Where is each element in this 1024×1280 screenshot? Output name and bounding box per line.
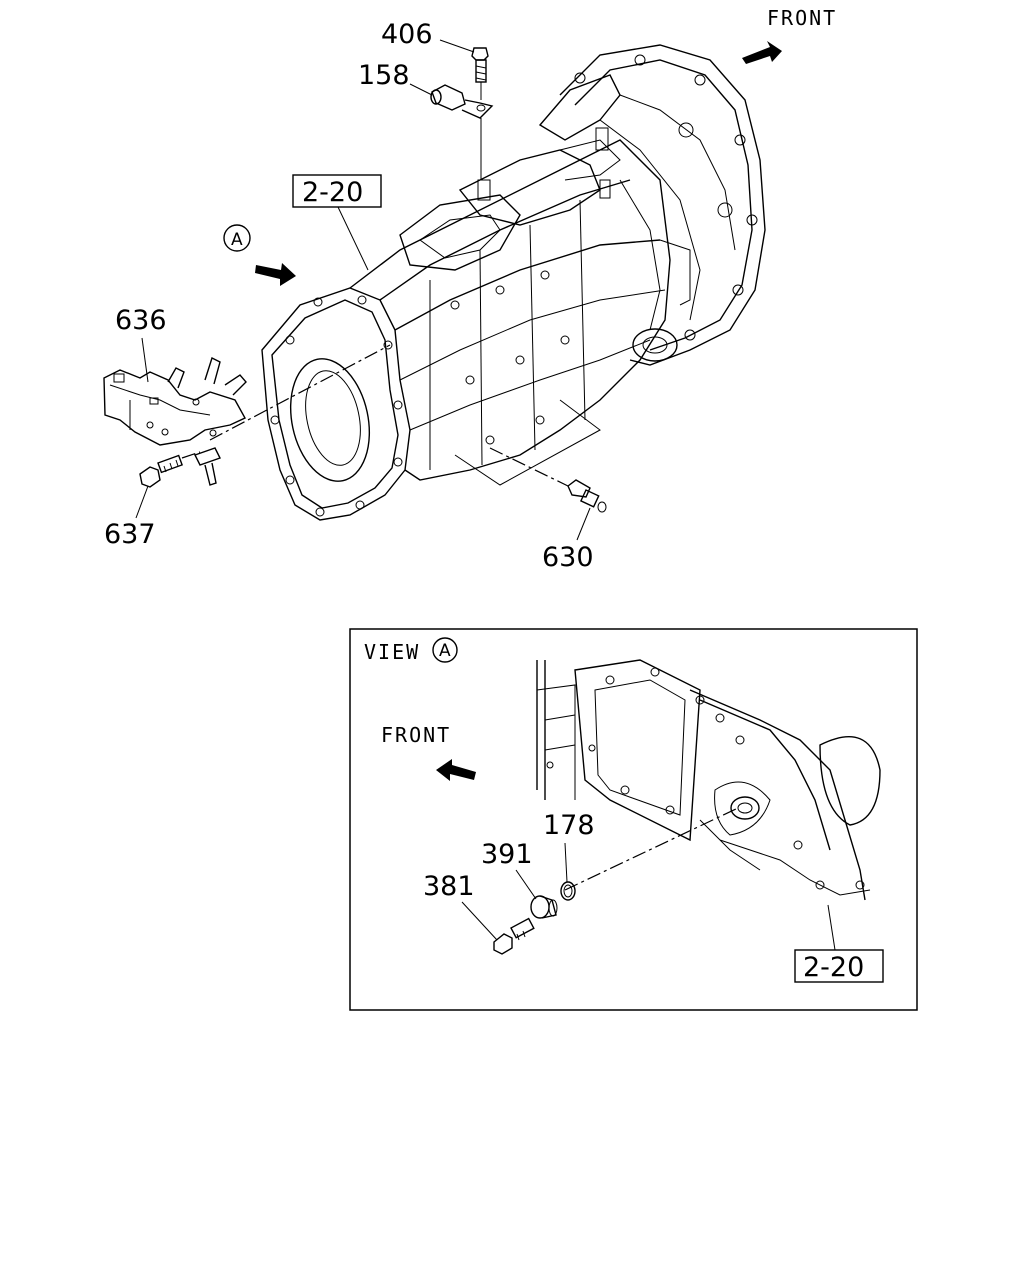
view-a-marker-letter: A xyxy=(231,230,243,250)
front-label-detail: FRONT xyxy=(381,723,451,747)
transmission-housing xyxy=(261,44,766,521)
ref-box-main-frame xyxy=(292,174,382,208)
part-630-leader xyxy=(576,507,591,541)
part-158-leader xyxy=(409,83,433,96)
front-label-main: FRONT xyxy=(767,6,837,30)
front-arrow-main-icon xyxy=(742,41,782,64)
part-637-label: 637 xyxy=(104,519,156,550)
ref-box-detail-leader xyxy=(827,904,836,951)
part-391-leader xyxy=(515,869,537,900)
part-178-label: 178 xyxy=(543,810,595,841)
part-391-label: 391 xyxy=(481,839,533,870)
part-406-bolt xyxy=(471,47,489,100)
detail-view-a: VIEW A FRONT xyxy=(349,628,918,1011)
part-381-label: 381 xyxy=(423,871,475,902)
ref-box-main-leader xyxy=(337,206,369,271)
main-view: FRONT A 2-20 xyxy=(103,6,837,573)
ref-box-detail-frame xyxy=(794,949,884,983)
part-158-bracket xyxy=(430,84,494,180)
part-381-bolt xyxy=(493,917,535,955)
ref-box-main: 2-20 xyxy=(302,177,363,208)
part-381-leader xyxy=(461,901,498,941)
detail-case-linework xyxy=(536,659,881,901)
part-637-leader xyxy=(135,485,149,519)
part-406-label: 406 xyxy=(381,19,433,50)
part-158-label: 158 xyxy=(358,60,410,91)
part-406-leader xyxy=(439,39,475,53)
part-636-bracket xyxy=(103,344,391,486)
ref-box-detail: 2-20 xyxy=(803,952,864,983)
detail-view-marker-circle xyxy=(432,637,458,663)
detail-view-frame xyxy=(349,628,918,1011)
part-178-leader xyxy=(564,842,568,883)
detail-view-marker-letter: A xyxy=(439,641,451,661)
detail-view-title: VIEW xyxy=(364,640,420,664)
part-391-plug xyxy=(530,895,558,919)
part-630-label: 630 xyxy=(542,542,594,573)
part-636-label: 636 xyxy=(115,305,167,336)
part-636-leader xyxy=(141,337,149,383)
part-630-switch xyxy=(489,447,607,513)
view-a-arrow-icon xyxy=(255,263,296,286)
front-arrow-detail-icon xyxy=(436,759,476,781)
view-a-marker-circle xyxy=(223,224,251,252)
part-178-oring xyxy=(560,881,576,901)
part-637-bolt xyxy=(139,451,201,488)
